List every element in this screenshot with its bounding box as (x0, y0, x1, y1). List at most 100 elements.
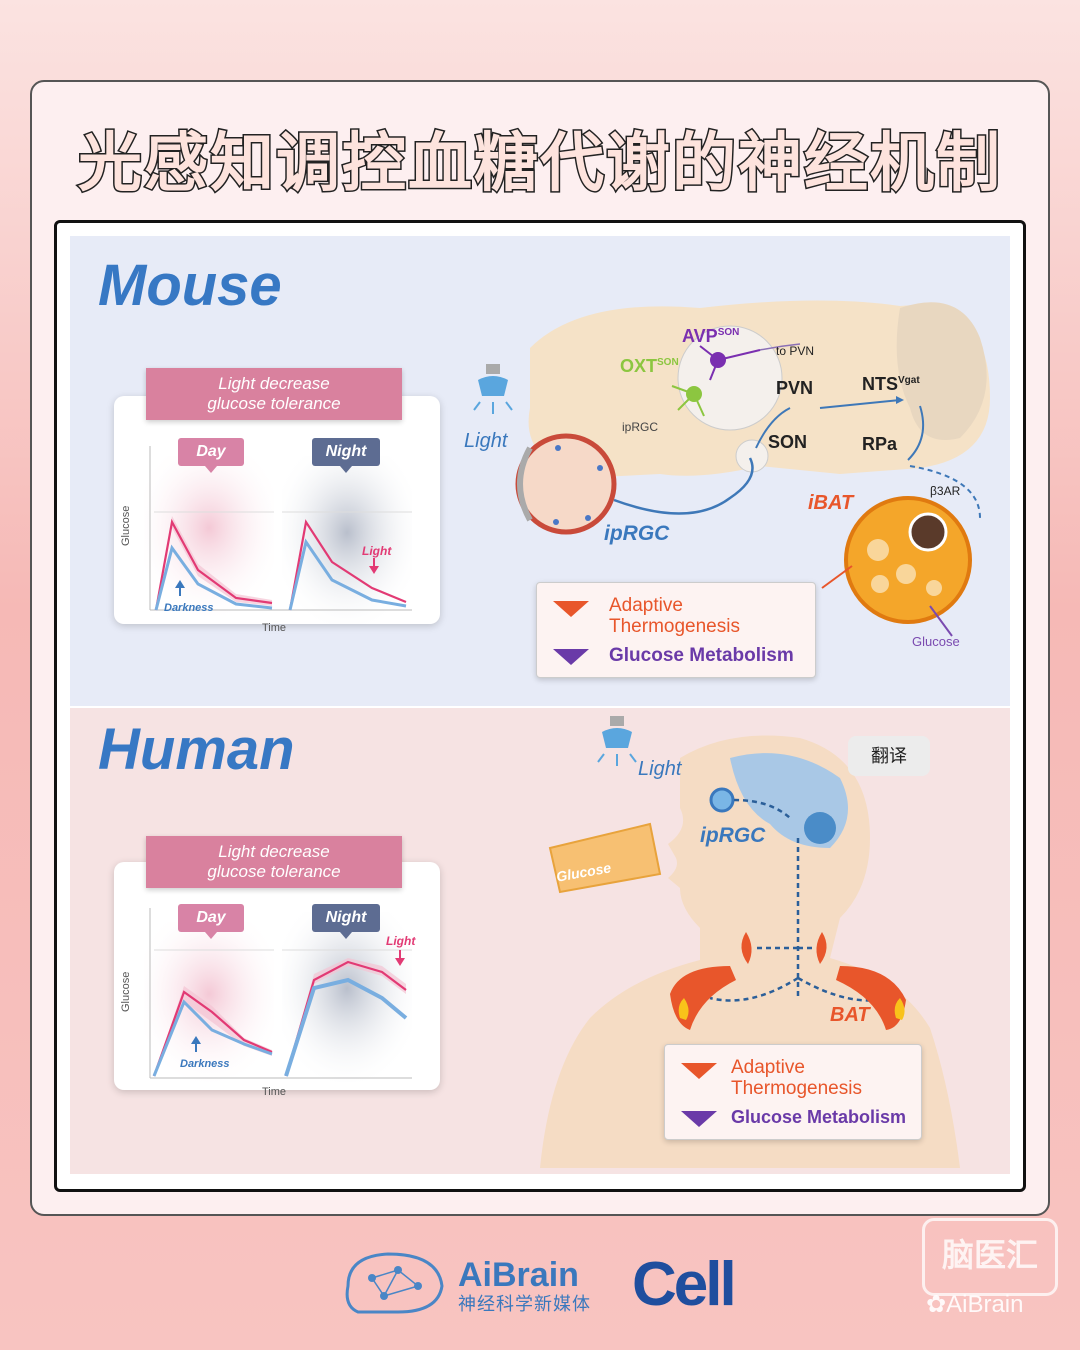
wechat-watermark-text: AiBrain (946, 1291, 1024, 1318)
darkness-label: Darkness (180, 1058, 230, 1070)
human-light-label: Light (638, 758, 682, 780)
ibat-nucleus (908, 512, 948, 552)
mouse-light-label: Light (464, 430, 508, 452)
avp-label: AVPSON (682, 326, 739, 347)
human-label: Human (98, 717, 295, 782)
iprgc-dot (585, 515, 591, 521)
lipid-droplet (871, 575, 889, 593)
aibrain-logo-icon (345, 1252, 444, 1314)
night-shade (282, 912, 412, 1082)
bat-label: BAT (830, 1004, 870, 1026)
night-dark-line (288, 538, 407, 611)
mouse-label: Mouse (98, 253, 282, 318)
nts-to-rpa-pathway (907, 405, 924, 461)
watermark-stamp: 脑医汇 (922, 1218, 1058, 1296)
glucose-metabolism-text: Glucose Metabolism (731, 1107, 907, 1127)
legend-arrows (681, 1063, 717, 1127)
neuron-zoom-circle (677, 325, 783, 431)
iprgc-label: ipRGC (604, 522, 670, 545)
down-arrow-orange-icon (553, 601, 589, 617)
legend-line: Thermogenesis (731, 1078, 862, 1099)
human-chart-svg (144, 908, 412, 1082)
mouse-chart-card: Glucose Time Darkness Light (114, 396, 440, 634)
rpa-to-ibat-pathway (909, 465, 981, 519)
banner-line: glucose tolerance (207, 394, 341, 413)
light-label: Light (362, 544, 392, 558)
y-axis-label: Glucose (120, 505, 132, 546)
nts-sup: Vgat (898, 375, 920, 386)
night-shade (282, 456, 412, 624)
light-bulb-icon (473, 364, 513, 414)
ibat-label: iBAT (808, 492, 854, 514)
page-title: 光感知调控血糖代谢的神经机制 (77, 126, 1002, 203)
night-tag: Night (312, 904, 380, 939)
pathway-arrowhead (896, 396, 904, 404)
day-tag: Day (178, 904, 244, 939)
adaptive-thermogenesis-text: Adaptive Thermogenesis (609, 595, 809, 637)
human-chart-card: Glucose Time Darkness Light (114, 862, 440, 1098)
brand-subtitle: 神经科学新媒体 (458, 1294, 591, 1314)
legend-line: Adaptive (609, 595, 683, 616)
b3ar-label: β3AR (930, 484, 961, 498)
rpa-label: RPa (862, 434, 898, 454)
eye-lens (517, 446, 533, 522)
night-tag: Night (312, 438, 380, 473)
iprgc-small-label: ipRGC (622, 420, 659, 434)
day-light-line (152, 990, 273, 1077)
mouse-chart-banner: Light decrease glucose tolerance (146, 368, 402, 420)
avp-text: AVP (682, 326, 718, 346)
glucose-metabolism-text: Glucose Metabolism (609, 645, 794, 666)
translate-button[interactable]: 翻译 (848, 736, 930, 776)
legend-line: Thermogenesis (609, 616, 740, 637)
wechat-icon: ✿ (926, 1291, 947, 1318)
darkness-label: Darkness (164, 602, 214, 614)
human-chart-banner: Light decrease glucose tolerance (146, 836, 402, 888)
day-tag: Day (178, 438, 244, 473)
lipid-droplet (867, 539, 889, 561)
to-pvn-label: to PVN (776, 344, 815, 358)
down-arrow-orange-icon (681, 1063, 717, 1079)
banner-line: Light decrease (218, 842, 330, 861)
light-arrow-head (395, 958, 405, 966)
avp-sup: SON (717, 327, 740, 338)
day-dark-line (152, 999, 273, 1077)
y-axis-label: Glucose (120, 971, 132, 1012)
bat-shoulder-right (836, 966, 906, 1030)
day-light-line (154, 518, 273, 611)
adaptive-thermogenesis-text: Adaptive Thermogenesis (731, 1057, 931, 1099)
iprgc-dot (553, 519, 559, 525)
darkness-arrow-head (175, 580, 185, 588)
mouse-neural-diagram (515, 300, 990, 637)
mouse-legend: Adaptive Thermogenesis Glucose Metabolis… (536, 582, 816, 678)
night-light-line (288, 519, 407, 611)
x-axis-label: Time (262, 622, 287, 634)
to-pvn-axon (759, 343, 801, 351)
cerebellum-icon (804, 812, 836, 844)
shoulder-bat-pathway (709, 976, 891, 1002)
iprgc-to-son-pathway (613, 457, 754, 515)
oxt-sup: SON (657, 357, 679, 368)
glucose-label: Glucose (912, 634, 960, 649)
mouse-chart-svg (144, 446, 412, 624)
light-bulb-icon (597, 716, 637, 766)
pvn-to-nts-pathway (819, 399, 901, 409)
eye-icon (515, 433, 617, 535)
darkness-arrow-head (191, 1036, 201, 1044)
iprgc-pathway (733, 798, 791, 819)
pvn-label: PVN (776, 378, 814, 398)
day-shade (144, 456, 274, 616)
iprgc-dot (597, 465, 603, 471)
son-label: SON (768, 432, 808, 452)
human-iprgc-label: ipRGC (700, 824, 766, 847)
oxt-text: OXT (620, 356, 658, 376)
bat-neck-right (816, 932, 827, 964)
oxt-label: OXTSON (620, 356, 679, 377)
cerebellum (896, 302, 987, 440)
glucose-cup-icon (548, 822, 662, 894)
day-shade (144, 922, 274, 1082)
flame-icon (894, 998, 905, 1020)
banner-line: glucose tolerance (207, 862, 341, 881)
lipid-droplet (896, 564, 916, 584)
legend-line: Adaptive (731, 1057, 805, 1078)
wechat-watermark: ✿AiBrain (926, 1290, 1023, 1319)
